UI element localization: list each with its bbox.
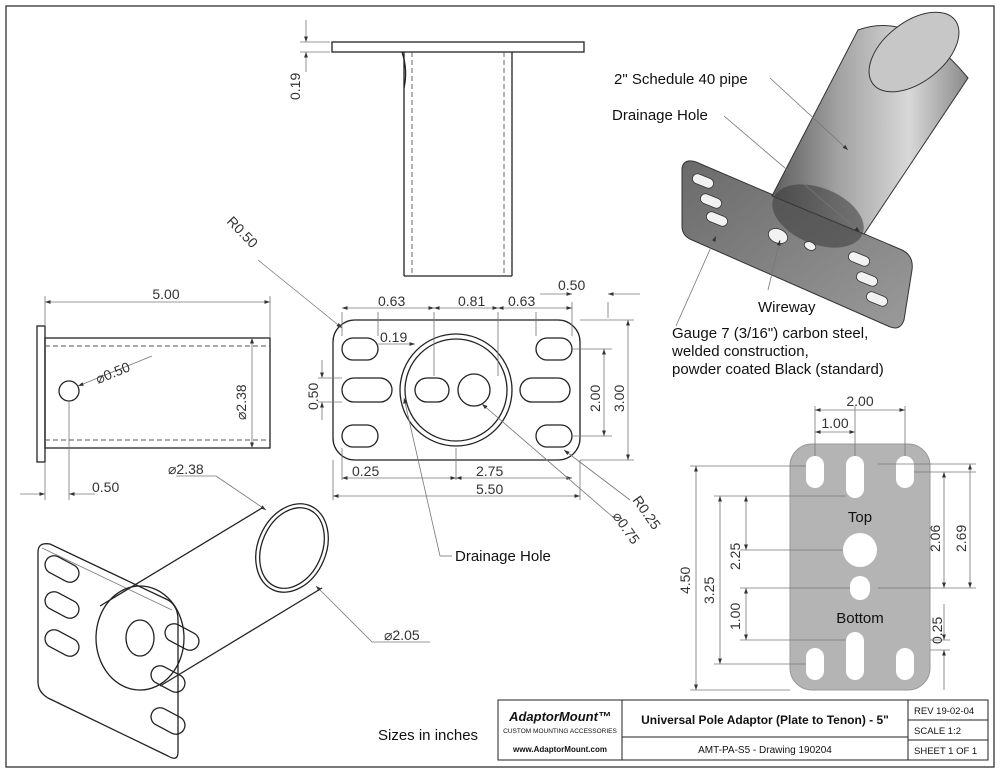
side-view: 5.00 ⌀2.38 ⌀0.50 0.50 bbox=[20, 286, 271, 500]
top-elevation-view: 0.19 bbox=[287, 20, 585, 277]
dim-top-to-center: 2.25 bbox=[727, 543, 743, 570]
dim-slot-vertical-spacing: 2.00 bbox=[587, 385, 603, 412]
scale: SCALE 1:2 bbox=[914, 726, 961, 737]
label-material-line2: welded construction, bbox=[671, 343, 809, 360]
label-bottom: Bottom bbox=[836, 610, 884, 627]
dim-slot-spacing-left: 0.63 bbox=[378, 293, 405, 309]
plate-front-view: 0.63 0.81 0.63 0.50 0.19 R0.50 0.50 2.00… bbox=[224, 213, 664, 565]
dim-iso-pipe-od: ⌀2.38 bbox=[168, 461, 204, 477]
dim-edge-offset: 0.25 bbox=[352, 463, 379, 479]
dim-bottom-spacing: 1.00 bbox=[727, 603, 743, 630]
dim-bolt-spacing-inner: 1.00 bbox=[821, 415, 848, 431]
dim-plate-width: 5.50 bbox=[476, 481, 503, 497]
dim-plate-thickness: 0.19 bbox=[287, 73, 303, 100]
company-url: www.AdaptorMount.com bbox=[512, 745, 607, 754]
drawing-number: AMT-PA-S5 - Drawing 190204 bbox=[698, 745, 832, 756]
dim-plate-height: 3.00 bbox=[611, 385, 627, 412]
dim-bolt-height-mid: 3.25 bbox=[701, 577, 717, 604]
label-top: Top bbox=[848, 509, 872, 526]
revision: REV 19-02-04 bbox=[914, 706, 974, 717]
label-wireway: Wireway bbox=[758, 299, 816, 316]
dim-right-short: 2.06 bbox=[927, 525, 943, 552]
dim-slot-width-top: 0.50 bbox=[558, 277, 585, 293]
title-block: AdaptorMount™ CUSTOM MOUNTING ACCESSORIE… bbox=[497, 699, 989, 761]
dim-slot-height: 0.50 bbox=[305, 383, 321, 410]
isometric-line-view: ⌀2.38 ⌀2.05 bbox=[37, 461, 430, 759]
dim-side-hole-offset: 0.50 bbox=[92, 479, 119, 495]
dim-iso-pipe-id: ⌀2.05 bbox=[384, 627, 420, 643]
dim-right-small: 0.25 bbox=[929, 617, 945, 644]
dim-pipe-length: 5.00 bbox=[152, 286, 179, 302]
dim-slot-spacing-right: 0.63 bbox=[508, 293, 535, 309]
dim-side-hole: ⌀0.50 bbox=[93, 359, 132, 387]
dim-pipe-od-side: ⌀2.38 bbox=[233, 384, 249, 420]
dim-bolt-spacing-outer: 2.00 bbox=[846, 393, 873, 409]
sizes-note: Sizes in inches bbox=[378, 727, 478, 744]
dim-center-spacing: 0.81 bbox=[458, 293, 485, 309]
label-drainage-hole-front: Drainage Hole bbox=[455, 548, 551, 565]
dim-right-long: 2.69 bbox=[953, 525, 969, 552]
sheet-number: SHEET 1 OF 1 bbox=[914, 746, 977, 757]
sheet-border bbox=[5, 5, 995, 768]
dim-center-to-slot: 2.75 bbox=[476, 463, 503, 479]
label-drainage-hole-render: Drainage Hole bbox=[612, 107, 708, 124]
drawing-title: Universal Pole Adaptor (Plate to Tenon) … bbox=[641, 713, 889, 727]
label-schedule-pipe: 2" Schedule 40 pipe bbox=[614, 71, 748, 88]
dim-bolt-height-total: 4.50 bbox=[677, 567, 693, 594]
company-tagline: CUSTOM MOUNTING ACCESSORIES bbox=[503, 728, 617, 735]
dim-wireway-diameter: ⌀0.75 bbox=[610, 509, 644, 548]
label-material-line1: Gauge 7 (3/16") carbon steel, bbox=[672, 325, 868, 342]
rendered-perspective: 2" Schedule 40 pipe Drainage Hole Wirewa… bbox=[612, 11, 969, 378]
dim-corner-radius: R0.50 bbox=[224, 213, 262, 251]
label-material-line3: powder coated Black (standard) bbox=[672, 361, 884, 378]
company-logo: AdaptorMount™ bbox=[508, 709, 611, 724]
dim-offset-inner: 0.19 bbox=[380, 329, 407, 345]
bolt-pattern-view: Top Bottom 2.00 1.00 4.50 3.25 2.25 1.00… bbox=[677, 393, 976, 691]
